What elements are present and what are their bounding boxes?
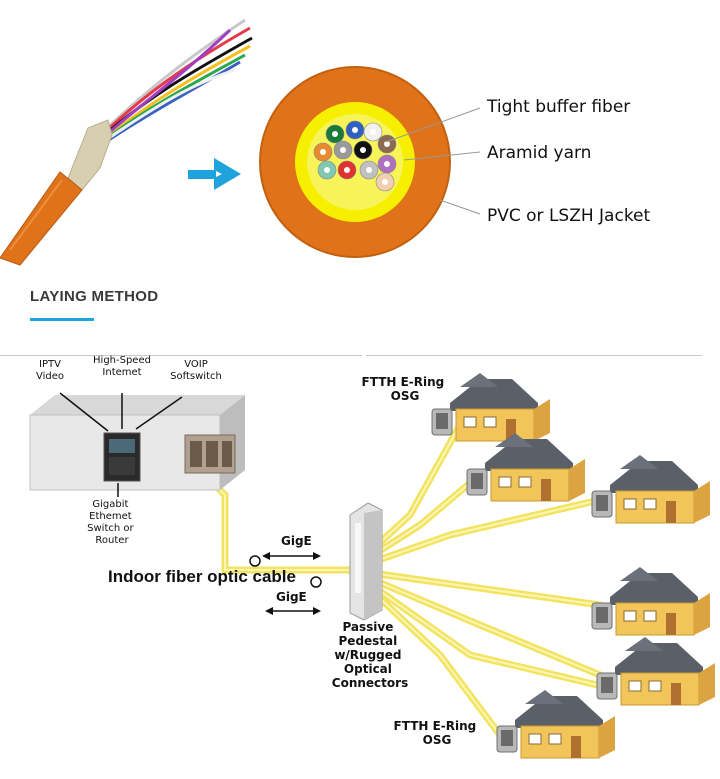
cable-cross-section-figure: Tight buffer fiber Aramid yarn PVC or LS…	[0, 18, 651, 266]
passive-pedestal	[349, 502, 383, 621]
divider-left	[0, 355, 362, 356]
house-5	[596, 636, 716, 706]
svg-text:GigE: GigE	[276, 590, 307, 604]
gige-top-callout: GigE	[249, 534, 321, 567]
label-aramid: Aramid yarn	[487, 143, 591, 163]
cable-label: Indoor fiber optic cable	[108, 567, 296, 586]
fiber-core	[384, 161, 390, 167]
fiber-core	[366, 167, 372, 173]
fiber-core	[344, 167, 350, 173]
divider-right	[366, 355, 702, 356]
house-3	[591, 454, 711, 524]
house-6	[496, 689, 616, 759]
central-office-rack	[29, 395, 245, 491]
leader-lines	[385, 107, 481, 215]
house-2	[466, 432, 586, 502]
fiber-core	[384, 141, 390, 147]
section-title: LAYING METHOD	[30, 288, 159, 305]
switch-label: Gigabit Ethemet Switch or Router	[87, 499, 137, 546]
svg-text:GigE: GigE	[281, 534, 312, 548]
label-jacket: PVC or LSZH Jacket	[487, 206, 651, 226]
cable-aramid-yarn	[67, 119, 113, 191]
fiber-core	[320, 149, 326, 155]
pedestal-label: Passive Pedestal w/Rugged Optical Connec…	[332, 620, 408, 690]
fiber-core	[370, 129, 376, 135]
cable-fiber-strands	[93, 18, 253, 149]
cable-photo	[0, 18, 253, 266]
ftth-top-label: FTTH E-Ring OSG	[362, 375, 449, 403]
house-1	[431, 372, 551, 442]
fiber-core	[382, 179, 388, 185]
gige-bottom-callout: GigE	[265, 576, 322, 615]
fiber-core	[352, 127, 358, 133]
cable-jacket	[0, 171, 83, 266]
fiber-core	[340, 147, 346, 153]
fiber-core	[360, 147, 366, 153]
house-4	[591, 566, 711, 636]
cable-cross-section	[259, 66, 451, 258]
fiber-core	[324, 167, 330, 173]
section-underline	[30, 318, 94, 321]
fiber-bundle	[313, 120, 397, 192]
fiber-core	[332, 131, 338, 137]
ftth-bottom-label: FTTH E-Ring OSG	[394, 719, 481, 747]
label-tight-buffer: Tight buffer fiber	[486, 97, 630, 117]
arrow-right-icon	[188, 158, 241, 190]
